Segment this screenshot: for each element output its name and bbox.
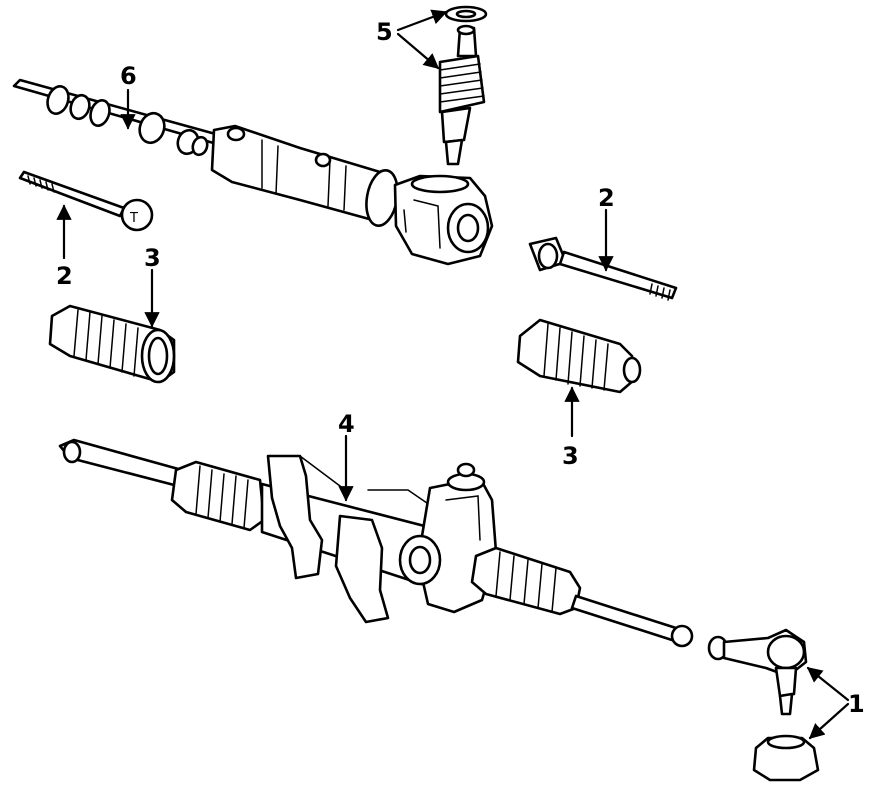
outer-tie-rod-end-icon [707,628,808,716]
callout-3-right: 3 [562,442,579,470]
svg-text:T: T [129,211,138,226]
callout-1: 1 [848,690,865,718]
callout-4: 4 [338,410,355,438]
callout-6: 6 [120,62,137,90]
callout-2-left: 2 [56,262,73,290]
pinion-shaft-icon [438,5,488,166]
ball-joint-boot-icon [752,734,820,782]
inner-tie-rod-right-icon [528,236,678,301]
leader-lines [56,9,850,740]
steering-rack-assembly-icon [58,438,694,648]
callout-3-left: 3 [144,244,161,272]
callout-2-right: 2 [598,184,615,212]
callout-5: 5 [376,18,393,46]
rack-housing-icon [12,78,494,266]
inner-tie-rod-left-icon: T [18,170,154,232]
bellows-boot-right-icon [516,318,642,394]
bellows-boot-left-icon [48,304,176,384]
